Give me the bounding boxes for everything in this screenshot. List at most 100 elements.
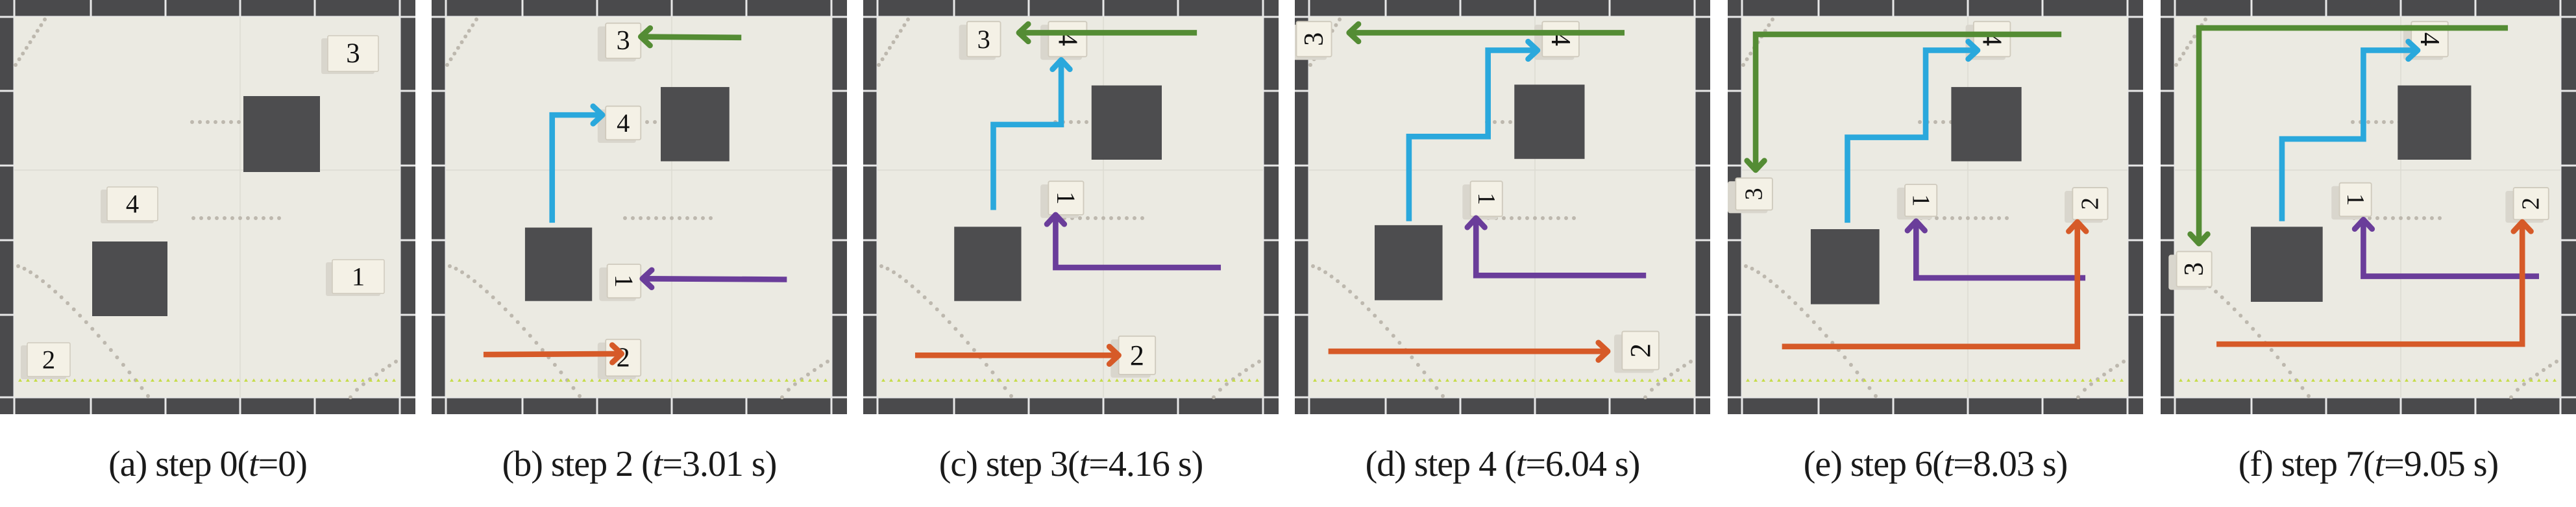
boundary-marker bbox=[252, 378, 256, 382]
guide-dot bbox=[1373, 314, 1377, 318]
boundary-marker bbox=[174, 378, 178, 382]
guide-dot bbox=[478, 284, 483, 288]
boundary-marker bbox=[314, 378, 318, 382]
boundary-marker bbox=[2483, 378, 2486, 382]
boundary-marker bbox=[57, 378, 61, 382]
caption-paren: ( bbox=[1068, 444, 1080, 484]
guide-dot bbox=[1218, 388, 1222, 392]
boundary-marker bbox=[1375, 378, 1379, 382]
guide-dot bbox=[1360, 301, 1365, 306]
boundary-marker bbox=[1006, 378, 1010, 382]
boundary-marker bbox=[244, 378, 248, 382]
guide-dot bbox=[2115, 364, 2119, 368]
guide-dot bbox=[140, 386, 144, 390]
boundary-marker bbox=[283, 378, 287, 382]
guide-dot bbox=[1117, 216, 1121, 220]
guide-dot bbox=[1941, 120, 1945, 124]
guide-dot bbox=[880, 57, 885, 62]
guide-dot bbox=[2239, 314, 2243, 318]
guide-dot bbox=[491, 295, 495, 299]
guide-dot bbox=[1366, 307, 1371, 312]
guide-dot bbox=[362, 382, 365, 386]
guide-dot bbox=[471, 23, 475, 27]
guide-dot bbox=[14, 63, 18, 67]
arrowhead-icon bbox=[2187, 231, 2211, 247]
guide-dot bbox=[1397, 341, 1402, 345]
block-4: 4 bbox=[1534, 21, 1580, 60]
boundary-marker bbox=[2288, 378, 2292, 382]
boundary-marker bbox=[2490, 378, 2494, 382]
guide-dot bbox=[906, 18, 910, 21]
boundary-marker bbox=[567, 378, 570, 382]
arrowhead-icon bbox=[2066, 219, 2089, 234]
caption-t-symbol: t bbox=[1079, 444, 1090, 484]
boundary-marker bbox=[1053, 378, 1057, 382]
guide-dot bbox=[254, 216, 258, 220]
guide-dot bbox=[17, 57, 21, 62]
boundary-marker bbox=[1484, 378, 1488, 382]
boundary-marker bbox=[520, 378, 524, 382]
boundary-marker bbox=[998, 378, 1002, 382]
boundary-marker bbox=[1570, 378, 1574, 382]
arrowhead-icon bbox=[1744, 158, 1767, 173]
guide-dot bbox=[2203, 18, 2207, 21]
boundary-marker bbox=[473, 378, 477, 382]
guide-dot bbox=[1756, 270, 1761, 275]
boundary-marker bbox=[2521, 378, 2525, 382]
guide-dot bbox=[1818, 327, 1822, 331]
boundary-marker bbox=[2514, 378, 2518, 382]
guide-dot bbox=[1781, 290, 1785, 294]
block-face bbox=[1621, 330, 1660, 371]
boundary-marker bbox=[551, 378, 555, 382]
boundary-marker bbox=[1092, 378, 1096, 382]
guide-dot bbox=[199, 216, 203, 220]
guide-dot bbox=[2351, 120, 2355, 124]
guide-dot bbox=[1787, 295, 1791, 299]
guide-dot bbox=[456, 45, 460, 50]
guide-dot bbox=[1745, 57, 1749, 62]
boundary-marker bbox=[1321, 378, 1325, 382]
guide-dot bbox=[1238, 372, 1242, 377]
boundary-marker bbox=[2264, 378, 2268, 382]
boundary-marker bbox=[1045, 378, 1049, 382]
boundary-marker bbox=[104, 378, 108, 382]
boundary-marker bbox=[1547, 378, 1551, 382]
guide-dot bbox=[221, 120, 225, 124]
guide-dot bbox=[460, 270, 465, 275]
boundary-marker bbox=[2089, 378, 2092, 382]
guide-dot bbox=[559, 370, 563, 375]
block-face bbox=[332, 259, 385, 294]
guide-dot bbox=[115, 355, 119, 360]
guide-dot bbox=[16, 264, 20, 268]
boundary-marker bbox=[1871, 378, 1874, 382]
guide-dot bbox=[1434, 386, 1439, 390]
boundary-marker bbox=[613, 378, 617, 382]
guide-dot bbox=[884, 51, 889, 56]
caption-step: step 3 bbox=[985, 444, 1068, 484]
block-face bbox=[2072, 187, 2109, 221]
guide-dot bbox=[121, 362, 125, 367]
block-label: 1 bbox=[1473, 193, 1500, 205]
block-face bbox=[1295, 21, 1332, 58]
guide-dot bbox=[1244, 367, 1248, 372]
arrowhead-icon bbox=[1525, 38, 1541, 62]
block-face bbox=[605, 105, 642, 141]
boundary-marker bbox=[1948, 378, 1952, 382]
block-4: 4 bbox=[597, 105, 642, 143]
guide-dot bbox=[1441, 394, 1445, 398]
guide-dot bbox=[2422, 216, 2426, 220]
arrowhead-icon bbox=[1016, 21, 1031, 45]
guide-dot bbox=[1501, 120, 1504, 124]
boundary-marker bbox=[158, 378, 162, 382]
guide-dot bbox=[448, 264, 452, 268]
guide-dot bbox=[238, 216, 242, 220]
boundary-marker bbox=[1138, 378, 1142, 382]
guide-dot bbox=[1669, 372, 1673, 377]
guide-dot bbox=[1251, 364, 1255, 368]
caption-step: step 2 bbox=[550, 444, 633, 484]
boundary-marker bbox=[1336, 378, 1340, 382]
boundary-marker bbox=[1399, 378, 1403, 382]
block-2: 2 bbox=[21, 342, 71, 379]
boundary-marker bbox=[944, 378, 948, 382]
